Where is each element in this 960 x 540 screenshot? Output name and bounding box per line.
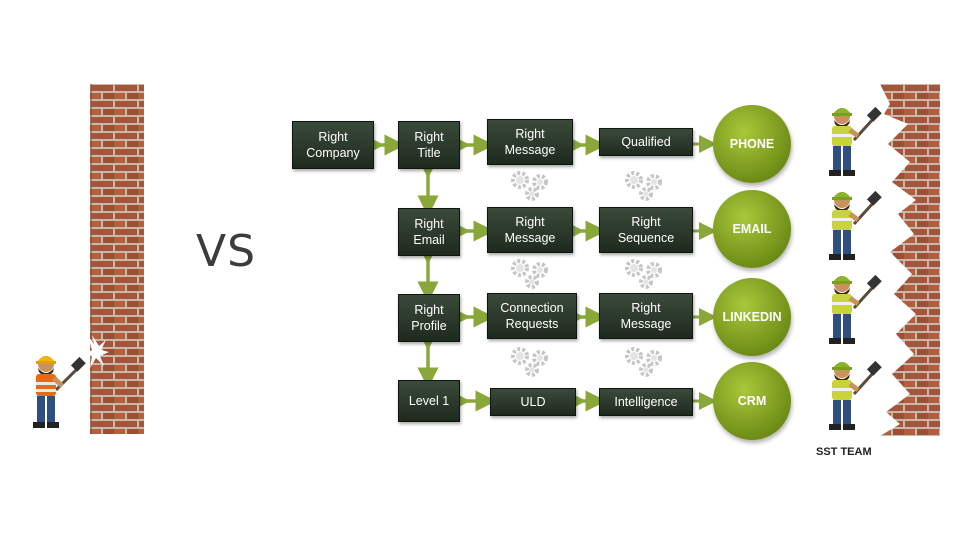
intelligence-box: Intelligence — [599, 388, 693, 416]
connection-requests-box: Connection Requests — [487, 293, 577, 339]
gears-icon — [511, 259, 548, 289]
gears-icon — [625, 347, 662, 377]
right-company-box: Right Company — [292, 121, 374, 169]
right-sequence-box: Right Sequence — [599, 207, 693, 253]
right-message-box-row1: Right Message — [487, 119, 573, 165]
worker-with-hammer-icon — [829, 360, 882, 430]
right-message-box-row2: Right Message — [487, 207, 573, 253]
gears-icon — [625, 171, 662, 201]
phone-channel-circle: PHONE — [713, 105, 791, 183]
comparison-label: VS — [196, 226, 257, 277]
gears-icon — [625, 259, 662, 289]
left-brick-wall-icon — [90, 84, 144, 434]
worker-with-hammer-icon — [33, 356, 86, 428]
worker-with-hammer-icon — [829, 274, 882, 344]
gears-icon — [511, 347, 548, 377]
team-label: SST TEAM — [816, 446, 872, 458]
qualified-box: Qualified — [599, 128, 693, 156]
linkedin-channel-circle: LINKEDIN — [713, 278, 791, 356]
uld-box: ULD — [490, 388, 576, 416]
impact-burst-icon — [85, 335, 109, 368]
crm-channel-circle: CRM — [713, 362, 791, 440]
right-message-box-row3: Right Message — [599, 293, 693, 339]
right-profile-box: Right Profile — [398, 294, 460, 342]
level-1-box: Level 1 — [398, 380, 460, 422]
gears-icon — [511, 171, 548, 201]
right-email-box: Right Email — [398, 208, 460, 256]
worker-with-hammer-icon — [829, 190, 882, 260]
right-broken-brick-wall-icon — [880, 84, 940, 436]
worker-with-hammer-icon — [829, 106, 882, 176]
email-channel-circle: EMAIL — [713, 190, 791, 268]
right-title-box: Right Title — [398, 121, 460, 169]
